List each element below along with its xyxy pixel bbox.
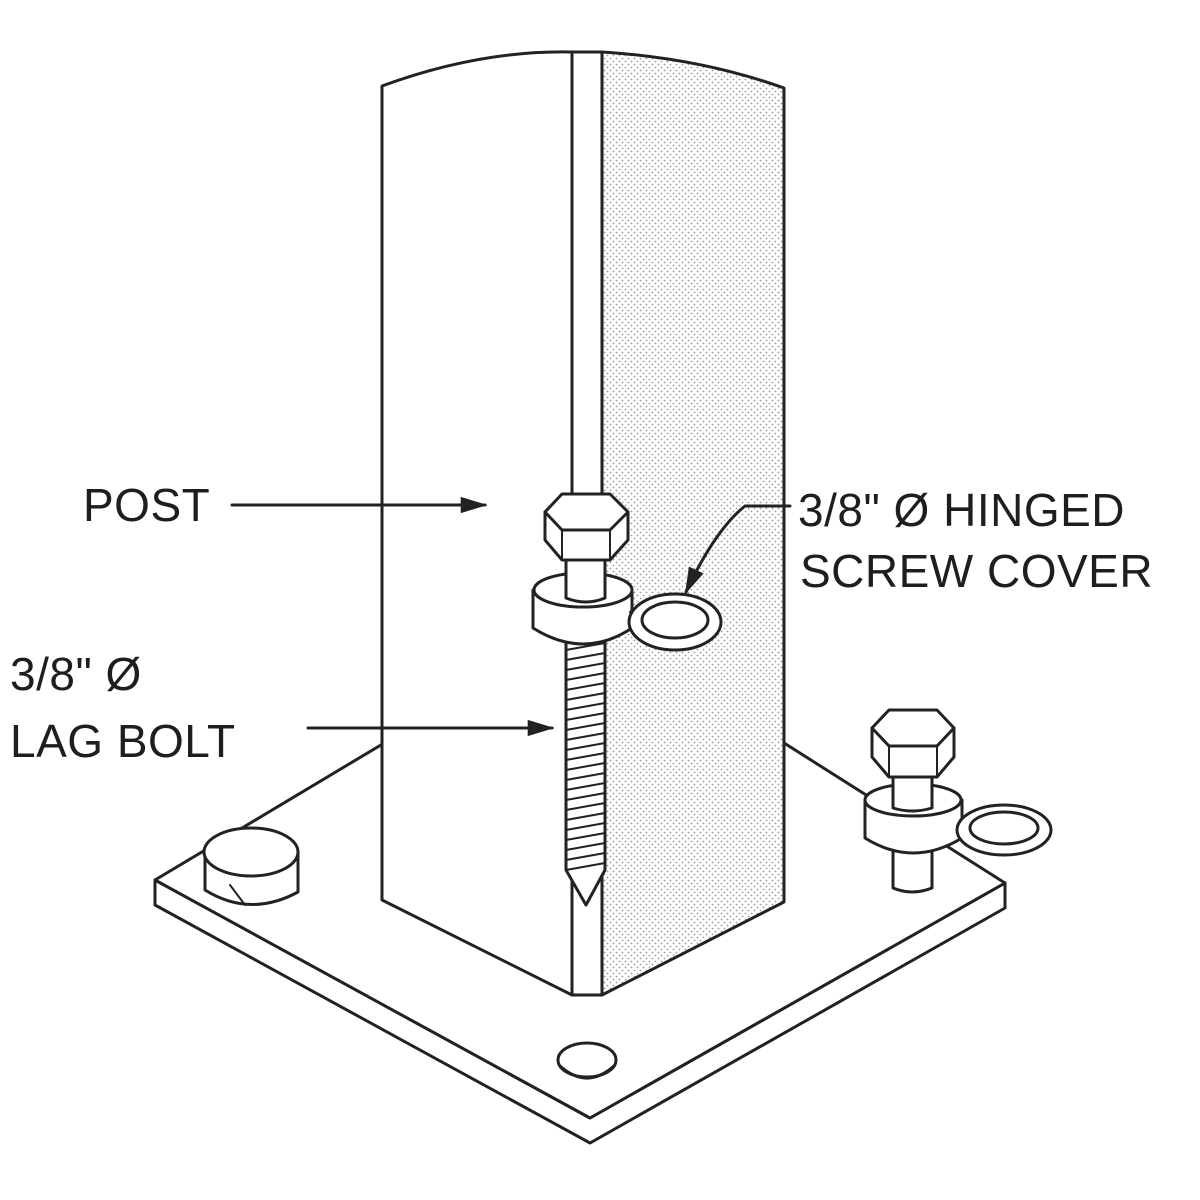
leaders <box>230 496 792 737</box>
mounting-hole-front <box>556 1041 618 1080</box>
lag-bolt-right <box>863 708 964 894</box>
leader-screw-cover <box>684 504 792 595</box>
label-lag-bolt-line2: LAG BOLT <box>10 715 236 767</box>
label-hinged-cover-line1: 3/8" Ø HINGED <box>798 484 1125 536</box>
lag-bolt-main <box>531 492 634 907</box>
label-post: POST <box>83 479 210 531</box>
hinged-cover-open-right <box>955 803 1053 857</box>
hinged-cover-closed <box>202 826 300 906</box>
hinged-cover-open-main <box>627 592 723 652</box>
label-lag-bolt-line1: 3/8" Ø <box>10 648 142 700</box>
label-hinged-cover-line2: SCREW COVER <box>800 545 1153 597</box>
post-face-right <box>600 50 786 997</box>
bolt-threads <box>565 642 606 871</box>
